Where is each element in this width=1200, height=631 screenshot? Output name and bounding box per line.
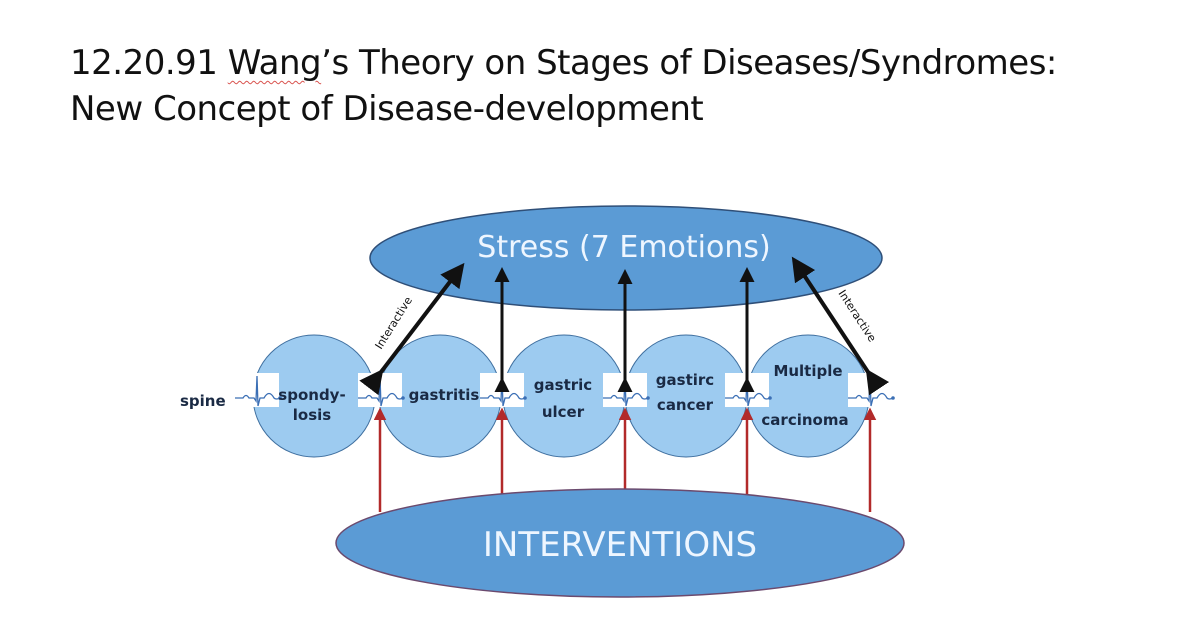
stage-label-2a: gastritis xyxy=(409,386,480,404)
title-number: 12.20.91 xyxy=(70,43,228,83)
ecg-dot xyxy=(278,396,282,400)
ecg-dot xyxy=(646,396,650,400)
stage-label-3b: ulcer xyxy=(542,403,585,421)
stress-arrow-interactive-right xyxy=(791,256,890,396)
start-label-spine: spine xyxy=(180,392,226,410)
ecg-dot xyxy=(401,396,405,400)
title-author-name: Wang xyxy=(227,43,322,83)
interactive-label-left: Interactive xyxy=(373,294,416,351)
stage-label-1a: spondy- xyxy=(278,386,345,404)
ecg-wave xyxy=(603,375,649,407)
ecg-wave xyxy=(725,375,771,407)
page-title: 12.20.91 Wang’s Theory on Stages of Dise… xyxy=(70,40,1057,132)
stage-label-5b: carcinoma xyxy=(761,411,848,429)
ecg-connector xyxy=(235,373,282,407)
ecg-connector xyxy=(848,373,895,407)
ecg-dot xyxy=(523,396,527,400)
title-line-2: New Concept of Disease-development xyxy=(70,89,704,129)
interventions-ellipse xyxy=(335,488,905,598)
ecg-wave xyxy=(358,375,404,407)
stage-label-4b: cancer xyxy=(657,396,714,414)
title-line-1: 12.20.91 Wang’s Theory on Stages of Dise… xyxy=(70,40,1057,86)
stress-label: Stress (7 Emotions) xyxy=(477,230,770,265)
title-text: ’s Theory on Stages of Diseases/Syndrome… xyxy=(321,43,1057,83)
stage-label-1b: losis xyxy=(293,406,332,424)
ecg-wave xyxy=(848,375,894,407)
stress-arrow-interactive-left xyxy=(359,262,465,396)
ecg-dot xyxy=(768,396,772,400)
stage-label-4a: gastirc xyxy=(656,371,714,389)
stage-label-5a: Multiple xyxy=(773,362,842,380)
ecg-dot xyxy=(891,396,895,400)
ecg-connector xyxy=(358,373,405,407)
stage-label-3a: gastric xyxy=(534,376,592,394)
interventions-label: INTERVENTIONS xyxy=(483,525,757,565)
ecg-wave xyxy=(235,375,281,407)
ecg-wave xyxy=(480,375,526,407)
